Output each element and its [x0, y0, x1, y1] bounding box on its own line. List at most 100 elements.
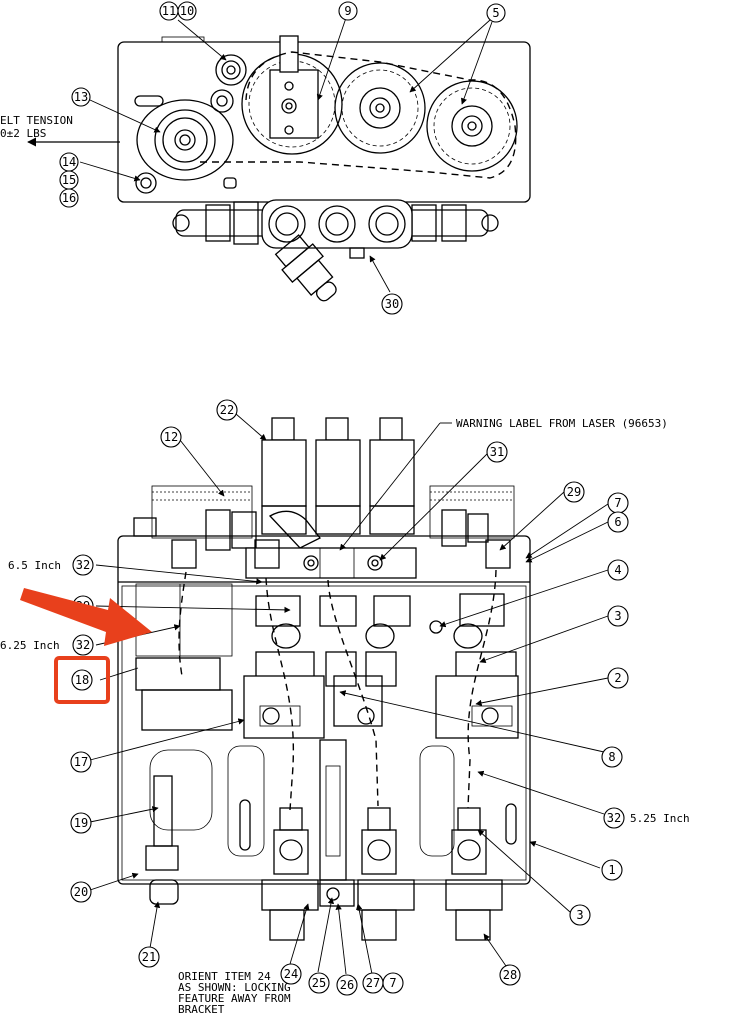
front-leaders [89, 413, 609, 975]
main-bracket [117, 535, 531, 885]
sprocket-5a [334, 62, 426, 154]
orient-note-3: FEATURE AWAY FROM [178, 992, 291, 1005]
callout-10: 10 [177, 1, 197, 21]
laser-head-3 [369, 439, 415, 507]
svg-text:3: 3 [576, 908, 583, 922]
motor-18 [135, 657, 221, 691]
svg-text:32: 32 [607, 811, 621, 825]
callout-3-top: 3 [607, 605, 629, 627]
callout-29-top: 29 [563, 481, 585, 503]
center-post [319, 739, 347, 881]
sensor-bracket-17 [243, 675, 325, 739]
orient-note-1: ORIENT ITEM 24 [178, 970, 271, 983]
callout-28: 28 [499, 964, 521, 986]
callout-3-bottom: 3 [569, 904, 591, 926]
sprocket-5b [426, 80, 518, 172]
svg-text:32: 32 [76, 638, 90, 652]
laser-head-1 [261, 439, 307, 507]
stem-19 [153, 775, 173, 847]
top-callouts: 11 10 9 5 13 14 15 16 30 [59, 1, 506, 315]
callout-14: 14 [59, 152, 79, 172]
callout-27: 27 [362, 972, 384, 994]
svg-text:29: 29 [567, 485, 581, 499]
svg-text:22: 22 [220, 403, 234, 417]
orient-note-2: AS SHOWN: LOCKING [178, 981, 291, 994]
belt-tension-text-1: ELT TENSION [0, 114, 73, 127]
callout-16: 16 [59, 188, 79, 208]
dim-6-5-inch: 6.5 Inch [8, 559, 61, 572]
tensioner-plate [136, 99, 234, 181]
svg-text:18: 18 [75, 673, 89, 687]
pulley-13 [154, 109, 216, 171]
callout-32-a: 32 [72, 554, 94, 576]
svg-text:3: 3 [614, 609, 621, 623]
callout-31: 31 [486, 441, 508, 463]
front-notes: WARNING LABEL FROM LASER (96653) 6.5 Inc… [0, 417, 690, 1016]
callout-21: 21 [138, 946, 160, 968]
callout-7-top: 7 [607, 492, 629, 514]
callout-30: 30 [381, 293, 403, 315]
slot [134, 95, 164, 107]
svg-text:12: 12 [164, 430, 178, 444]
svg-text:21: 21 [142, 950, 156, 964]
tube-32-mid [265, 577, 295, 811]
rear-sprocket-right [429, 485, 515, 539]
svg-text:14: 14 [62, 155, 76, 169]
warning-label-text: WARNING LABEL FROM LASER (96653) [456, 417, 668, 430]
tube-32-center [327, 579, 379, 807]
front-view [117, 417, 531, 941]
manifold [245, 547, 417, 579]
dim-5-25-inch: 5.25 Inch [630, 812, 690, 825]
callout-2: 2 [607, 667, 629, 689]
callout-20: 20 [70, 881, 92, 903]
callout-11: 11 [159, 1, 179, 21]
sprocket-9-bracket [269, 69, 319, 139]
svg-text:16: 16 [62, 191, 76, 205]
callout-13: 13 [71, 87, 91, 107]
stem-21-foot [149, 879, 179, 905]
svg-text:7: 7 [614, 496, 621, 510]
svg-text:15: 15 [62, 173, 76, 187]
svg-text:4: 4 [614, 563, 621, 577]
laser-head-2 [315, 439, 361, 507]
slot [223, 177, 237, 189]
highlight-box-18 [54, 656, 110, 704]
callout-26: 26 [336, 974, 358, 996]
svg-text:9: 9 [344, 4, 351, 18]
callout-4: 4 [607, 559, 629, 581]
callout-22: 22 [216, 399, 238, 421]
valve-block [261, 199, 413, 249]
top-plate-knurl [161, 36, 205, 43]
svg-text:1: 1 [608, 863, 615, 877]
svg-text:10: 10 [180, 4, 194, 18]
callout-24: 24 [280, 963, 302, 985]
callout-25: 25 [308, 972, 330, 994]
tube-32-right [467, 569, 497, 809]
svg-text:19: 19 [74, 816, 88, 830]
callout-12: 12 [160, 426, 182, 448]
sensor-bracket-2 [435, 675, 519, 739]
top-view: ELT TENSION 0±2 LBS [0, 35, 531, 302]
svg-text:8: 8 [608, 750, 615, 764]
svg-text:32: 32 [76, 558, 90, 572]
motor-18-body [135, 583, 233, 657]
callout-32-b: 32 [72, 634, 94, 656]
idler-nut [210, 89, 234, 113]
callout-18: 18 [71, 669, 93, 691]
belt-tension-text-2: 0±2 LBS [0, 127, 46, 140]
timing-belt [200, 51, 517, 179]
svg-text:13: 13 [74, 90, 88, 104]
svg-text:2: 2 [614, 671, 621, 685]
svg-text:30: 30 [385, 297, 399, 311]
svg-text:6: 6 [614, 515, 621, 529]
callout-32-c: 32 [603, 807, 625, 829]
callout-19: 19 [70, 812, 92, 834]
dim-6-25-inch: 6.25 Inch [0, 639, 60, 652]
orient-note-4: BRACKET [178, 1003, 225, 1016]
front-callouts: 22 12 31 29 7 6 32 4 29 3 32 18 2 17 8 3… [54, 399, 629, 996]
svg-text:17: 17 [74, 755, 88, 769]
highlight-arrow [20, 588, 152, 646]
svg-text:5: 5 [492, 6, 499, 20]
svg-text:28: 28 [503, 968, 517, 982]
